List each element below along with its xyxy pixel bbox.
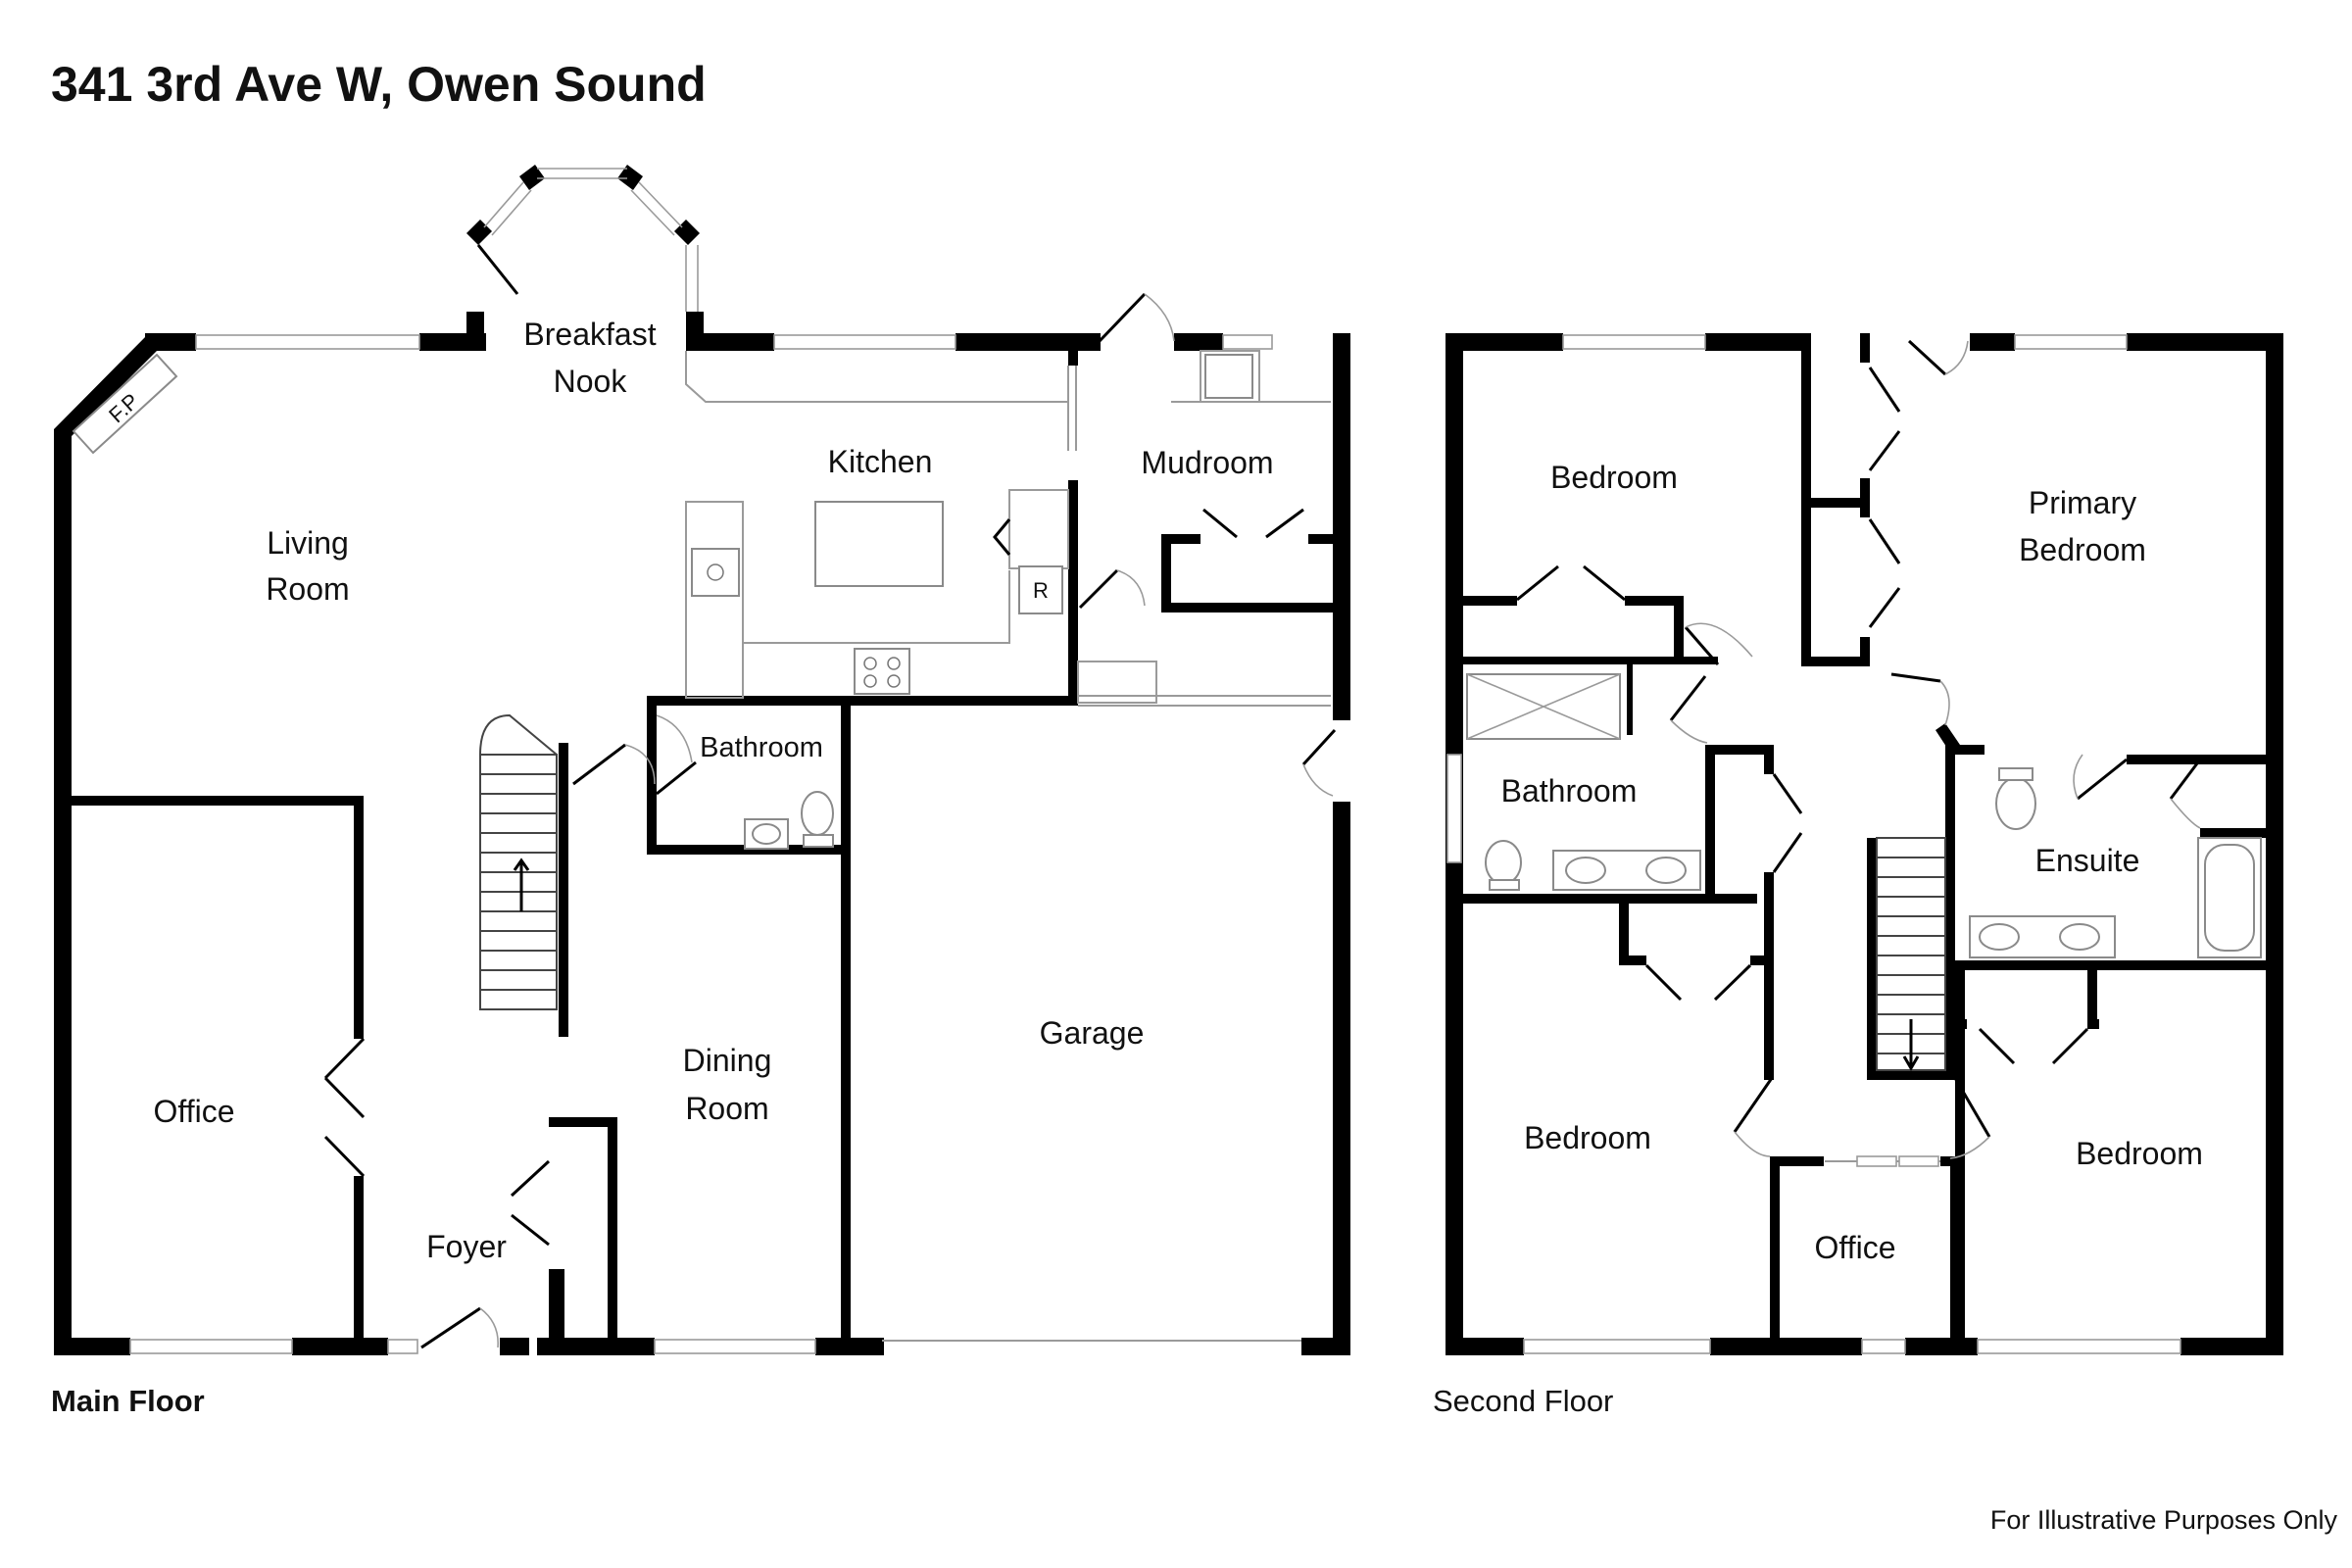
room-label-mudroom: Mudroom — [1141, 445, 1273, 480]
room-label-garage: Garage — [1040, 1015, 1145, 1051]
main-floor-windows — [129, 334, 1273, 1354]
room-label-foyer: Foyer — [426, 1229, 507, 1264]
room-label-second-office: Office — [1815, 1230, 1896, 1265]
main-floor-caption: Main Floor — [51, 1384, 205, 1418]
illustrative-disclaimer: For Illustrative Purposes Only — [1990, 1505, 2338, 1535]
main-bathroom-fixtures — [744, 791, 834, 850]
second-floor-plan: Bedroom Primary Bedroom Bathroom Ensuite… — [1446, 333, 2283, 1355]
room-label-bedroom-se: Bedroom — [2076, 1136, 2203, 1171]
room-label-ensuite: Ensuite — [2035, 843, 2140, 878]
second-floor-windows — [1446, 334, 2181, 1354]
room-label-living-room-line2: Room — [266, 571, 349, 607]
refrigerator-label: R — [1033, 578, 1049, 603]
second-floor-caption: Second Floor — [1433, 1384, 1613, 1418]
main-floor-thin-lines — [685, 350, 1331, 1342]
room-label-primary-bedroom-line2: Bedroom — [2019, 532, 2146, 567]
kitchen-fixtures: R — [685, 354, 1253, 699]
second-floor-doors — [1516, 339, 2202, 1159]
main-floor-doors — [323, 292, 1337, 1349]
room-label-dining-room-line1: Dining — [683, 1043, 772, 1078]
main-floor-room-labels: Breakfast Nook Kitchen Mudroom Living Ro… — [154, 317, 1274, 1264]
main-floor-plan: F.P — [54, 165, 1350, 1355]
second-floor-room-labels: Bedroom Primary Bedroom Bathroom Ensuite… — [1501, 460, 2203, 1265]
room-label-primary-bedroom-line1: Primary — [2029, 485, 2136, 520]
room-label-breakfast-nook-line1: Breakfast — [523, 317, 656, 352]
second-floor-thin-lines — [1825, 1155, 1940, 1167]
bay-window — [466, 165, 700, 312]
room-label-main-office: Office — [154, 1094, 235, 1129]
room-label-bedroom-sw: Bedroom — [1524, 1120, 1651, 1155]
main-floor-exterior-walls — [54, 312, 1350, 1355]
room-label-main-bathroom: Bathroom — [700, 732, 823, 763]
room-label-bedroom-nw: Bedroom — [1550, 460, 1678, 495]
room-label-second-bathroom: Bathroom — [1501, 773, 1638, 808]
room-label-dining-room-line2: Room — [685, 1091, 768, 1126]
main-floor-interior-walls — [72, 338, 1338, 1355]
room-label-living-room-line1: Living — [267, 525, 349, 561]
room-label-breakfast-nook-line2: Nook — [554, 364, 628, 399]
second-bathroom-fixtures — [1466, 673, 1701, 891]
second-floor-stairs — [1876, 837, 1946, 1071]
second-floor-interior-walls — [1463, 333, 2269, 1355]
room-label-kitchen: Kitchen — [828, 444, 933, 479]
property-address-title: 341 3rd Ave W, Owen Sound — [51, 57, 707, 112]
ensuite-fixtures — [1969, 767, 2262, 958]
main-floor-stairs — [479, 713, 558, 1010]
